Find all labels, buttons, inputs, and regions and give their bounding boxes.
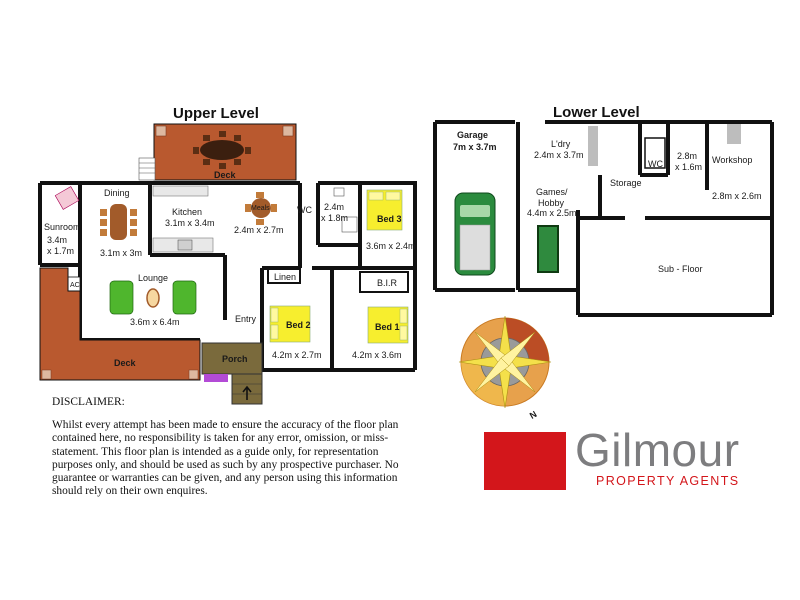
lounge-label: Lounge bbox=[138, 273, 168, 283]
bir-label: B.I.R bbox=[377, 278, 398, 288]
meals-label: Meals bbox=[251, 205, 270, 212]
bed1-label: Bed 1 bbox=[375, 322, 400, 332]
lower-walls bbox=[433, 120, 774, 317]
room-laundry: L'dry 2.4m x 3.7m bbox=[534, 139, 584, 160]
deck-bottom-label: Deck bbox=[114, 358, 137, 368]
pool-table-icon bbox=[537, 225, 559, 273]
lower-level-title: Lower Level bbox=[553, 104, 640, 121]
deck-top-label: Deck bbox=[214, 170, 237, 180]
room-storage: Storage bbox=[610, 178, 642, 188]
ac-label: AC bbox=[70, 282, 80, 289]
workshop-label: Workshop bbox=[712, 155, 752, 165]
bath-dims-2: x 1.8m bbox=[321, 213, 348, 223]
games-label-1: Games/ bbox=[536, 187, 568, 197]
brand-logo-mark bbox=[484, 432, 566, 490]
compass-north-label: N bbox=[528, 409, 539, 421]
games-dims: 4.4m x 2.5m bbox=[527, 208, 577, 218]
compass-icon: N bbox=[458, 315, 552, 421]
entry-label: Entry bbox=[235, 314, 257, 324]
room-subfloor: Sub - Floor bbox=[658, 264, 703, 274]
room-bed2: Bed 2 4.2m x 2.7m bbox=[269, 305, 322, 360]
room-meals: Meals 2.4m x 2.7m bbox=[234, 192, 284, 235]
room-linen: Linen bbox=[267, 268, 301, 284]
wc2-label: WC bbox=[648, 159, 663, 169]
lounge-dims: 3.6m x 6.4m bbox=[130, 317, 180, 327]
meals-dims: 2.4m x 2.7m bbox=[234, 225, 284, 235]
room-bath: 2.4m x 1.8m bbox=[321, 187, 358, 233]
deck-bottom: Deck bbox=[39, 267, 201, 381]
room-workshop: Workshop 2.8m x 2.6m bbox=[712, 155, 762, 201]
storage-label: Storage bbox=[610, 178, 642, 188]
room-entry: Entry bbox=[235, 314, 257, 324]
bed2-dims: 4.2m x 2.7m bbox=[272, 350, 322, 360]
sunroom-dims-1: 3.4m bbox=[47, 235, 67, 245]
garage-label: Garage bbox=[457, 130, 488, 140]
linen-label: Linen bbox=[274, 272, 296, 282]
room-wc: WC bbox=[297, 205, 312, 215]
dining-label: Dining bbox=[104, 188, 130, 198]
workshop-dims: 2.8m x 2.6m bbox=[712, 191, 762, 201]
brand-tagline: PROPERTY AGENTS bbox=[596, 474, 740, 488]
room-garage: Garage 7m x 3.7m bbox=[453, 130, 497, 276]
room-dining: Dining 3.1m x 3m bbox=[100, 188, 142, 258]
kitchen-label: Kitchen bbox=[172, 207, 202, 217]
disclaimer-title: DISCLAIMER: bbox=[52, 396, 125, 408]
room-lounge: Lounge 3.6m x 6.4m bbox=[109, 273, 197, 327]
games-label-2: Hobby bbox=[538, 198, 565, 208]
sunroom-label: Sunroom bbox=[44, 222, 81, 232]
wc-label: WC bbox=[297, 205, 312, 215]
bed3-dims: 3.6m x 2.4m bbox=[366, 241, 416, 251]
ac-unit: AC bbox=[67, 276, 81, 292]
kitchen-dims: 3.1m x 3.4m bbox=[165, 218, 215, 228]
room-kitchen: Kitchen 3.1m x 3.4m bbox=[152, 185, 215, 253]
laundry-bench bbox=[588, 126, 598, 166]
bed2-label: Bed 2 bbox=[286, 320, 311, 330]
brand-name: Gilmour bbox=[575, 424, 740, 476]
bed1-dims: 4.2m x 3.6m bbox=[352, 350, 402, 360]
room-bir: B.I.R bbox=[359, 271, 409, 293]
room-wc-lower: WC bbox=[644, 137, 666, 169]
room-closet: 2.8m x 1.6m bbox=[675, 151, 702, 172]
laundry-label: L'dry bbox=[551, 139, 571, 149]
bed3-label: Bed 3 bbox=[377, 214, 402, 224]
room-sunroom: Sunroom 3.4m x 1.7m bbox=[44, 186, 81, 256]
garage-dims: 7m x 3.7m bbox=[453, 142, 497, 152]
workshop-bench bbox=[727, 124, 741, 144]
room-games: Games/ Hobby 4.4m x 2.5m bbox=[527, 187, 577, 273]
upper-level-title: Upper Level bbox=[173, 105, 259, 122]
room-porch: Porch bbox=[201, 342, 263, 405]
dining-dims: 3.1m x 3m bbox=[100, 248, 142, 258]
room-bed1: Bed 1 4.2m x 3.6m bbox=[352, 306, 409, 360]
disclaimer-body: Whilst every attempt has been made to en… bbox=[52, 419, 399, 498]
laundry-dims: 2.4m x 3.7m bbox=[534, 150, 584, 160]
room-bed3: Bed 3 3.6m x 2.4m bbox=[366, 189, 416, 251]
sunroom-dims-2: x 1.7m bbox=[47, 246, 74, 256]
porch-label: Porch bbox=[222, 354, 248, 364]
closet-dims-2: x 1.6m bbox=[675, 162, 702, 172]
entry-arrow-icon bbox=[242, 385, 252, 400]
bath-dims-1: 2.4m bbox=[324, 202, 344, 212]
deck-top: Deck bbox=[138, 123, 297, 181]
subfloor-label: Sub - Floor bbox=[658, 264, 703, 274]
closet-dims-1: 2.8m bbox=[677, 151, 697, 161]
